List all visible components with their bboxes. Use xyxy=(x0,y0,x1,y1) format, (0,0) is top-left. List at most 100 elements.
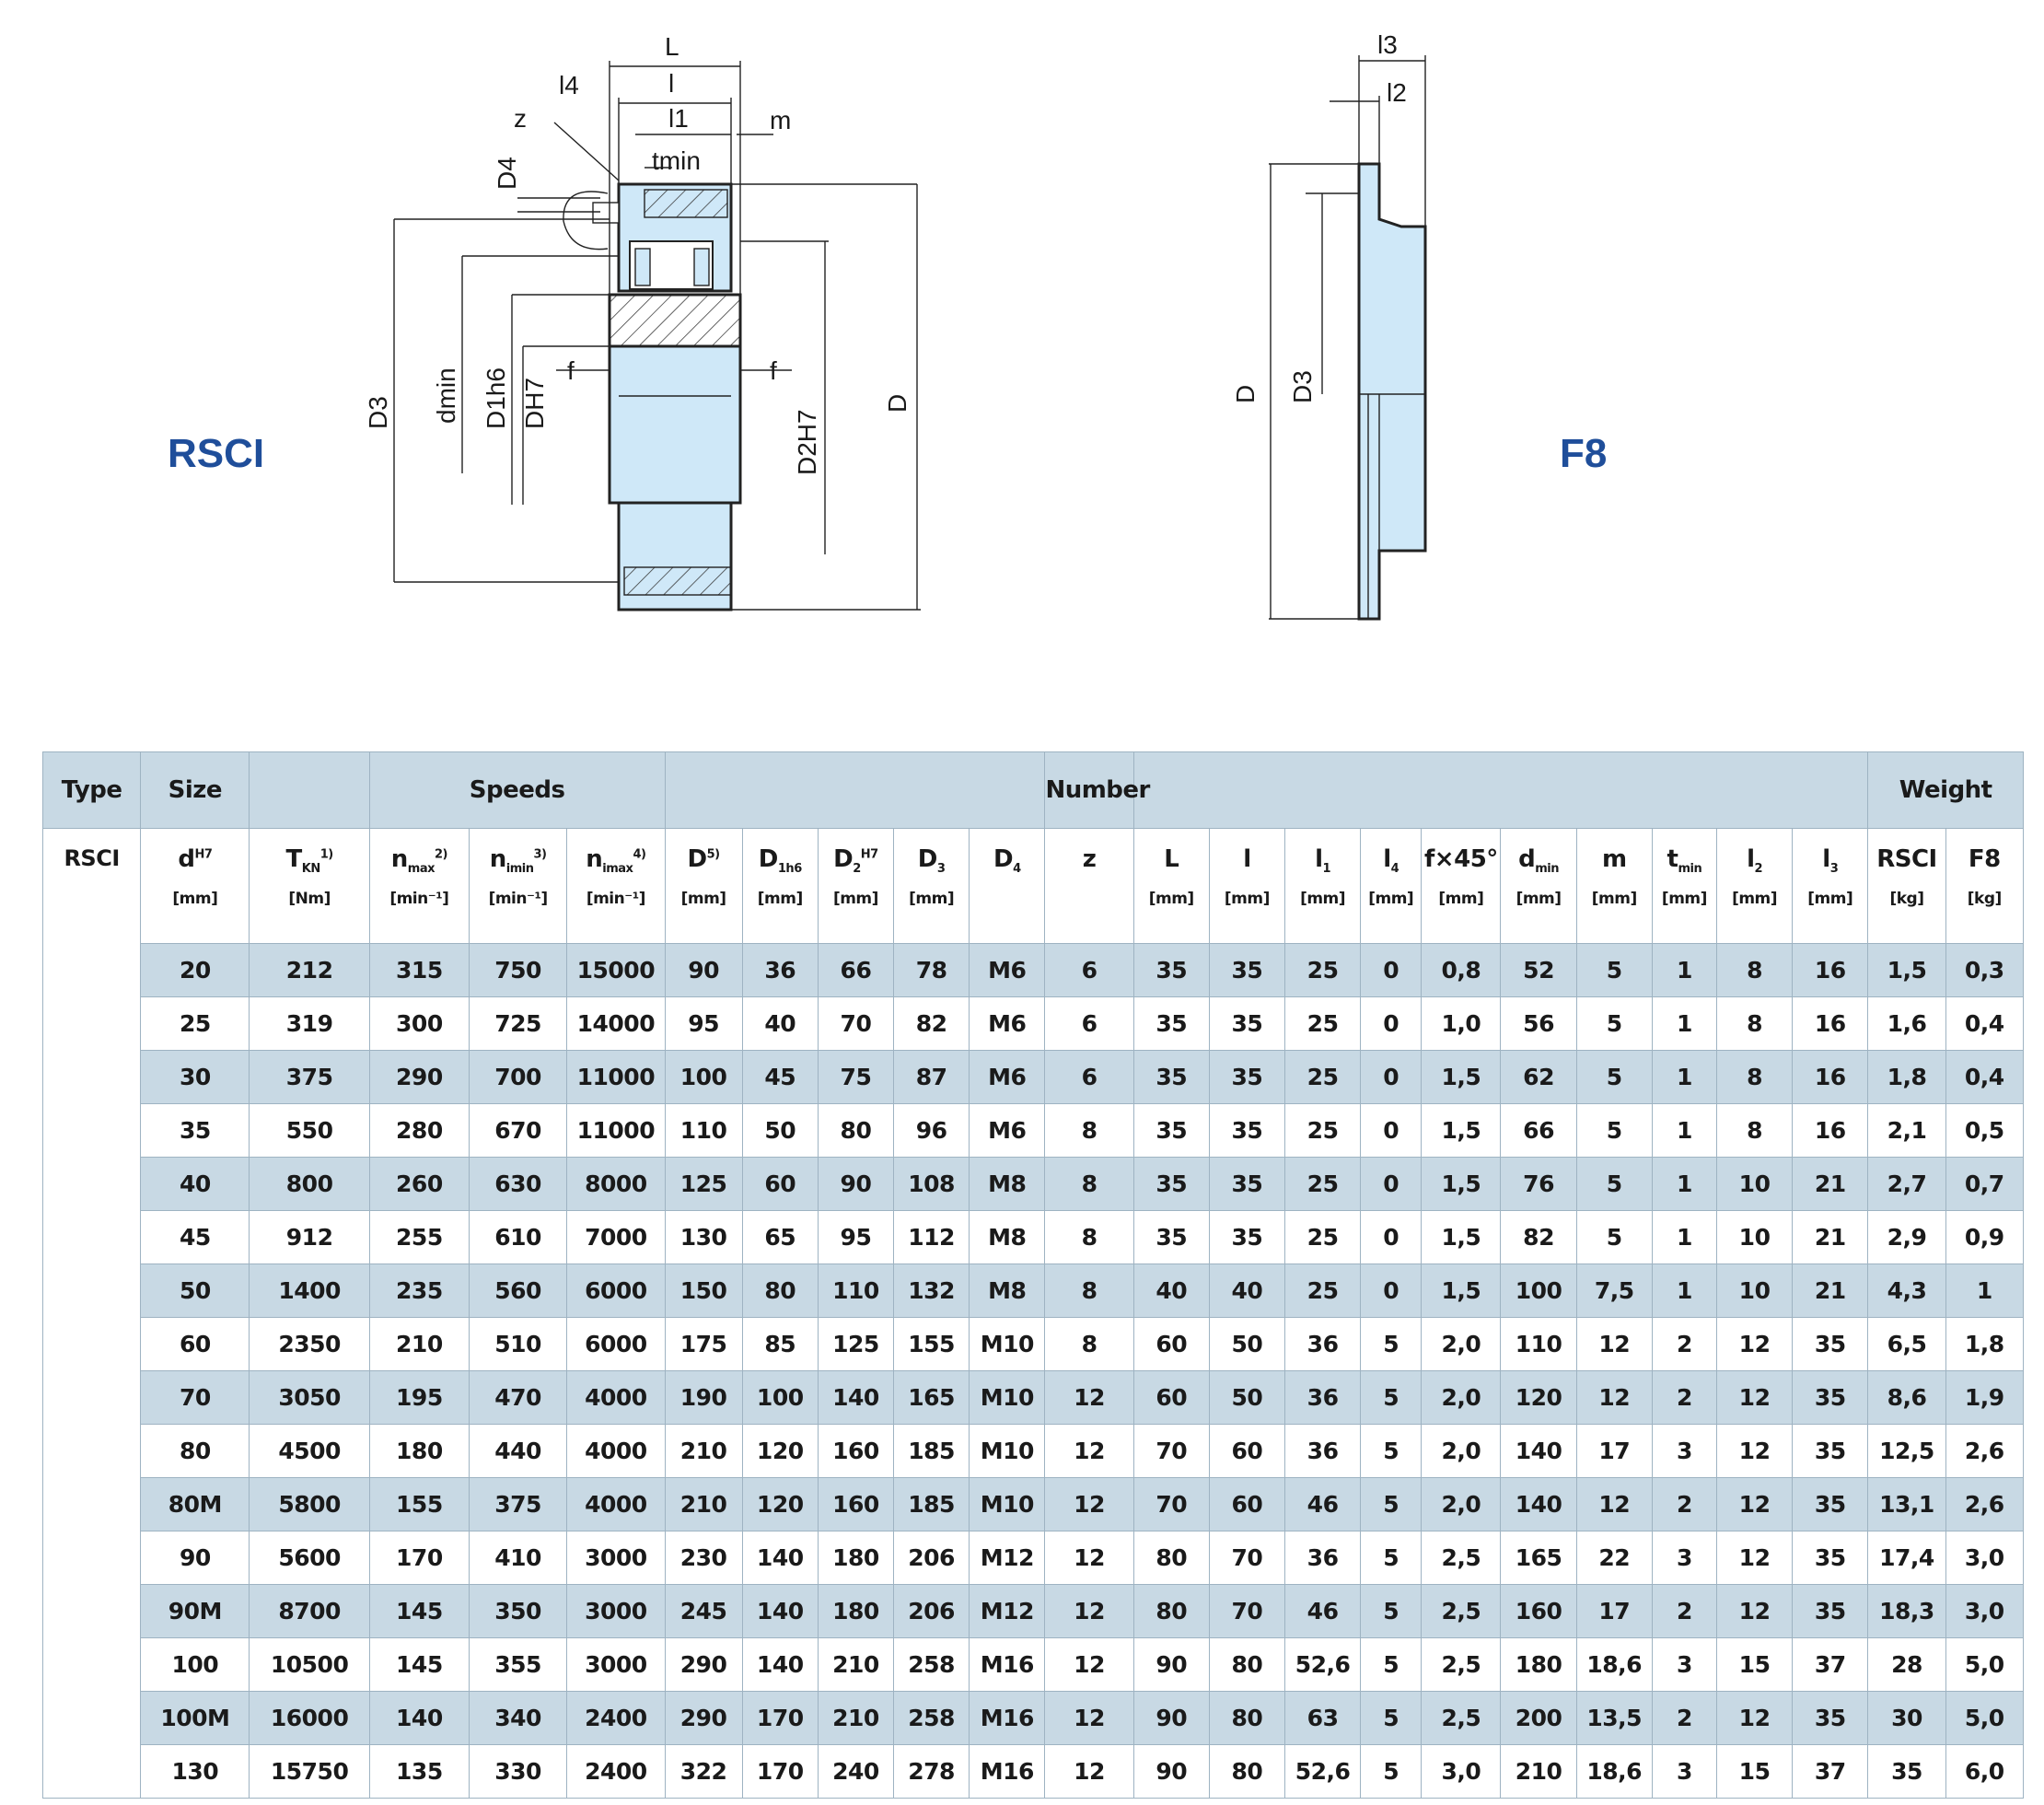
table-cell: 5 xyxy=(1575,1157,1653,1211)
table-cell: 60 xyxy=(1208,1477,1285,1531)
table-cell: 12 xyxy=(1044,1424,1134,1478)
table-cell: 16000 xyxy=(249,1691,370,1745)
column-header: TKN1)[Nm] xyxy=(249,828,370,944)
table-cell: 95 xyxy=(817,1210,895,1264)
table-cell: 560 xyxy=(468,1264,568,1318)
header-type: Type xyxy=(41,751,142,829)
table-cell: 15750 xyxy=(249,1744,370,1799)
table-cell: 60 xyxy=(1132,1317,1210,1371)
column-header: D3[mm] xyxy=(893,828,970,944)
table-cell: 65 xyxy=(741,1210,819,1264)
table-cell: 35 xyxy=(1132,1210,1210,1264)
table-cell: 2,7 xyxy=(1867,1157,1946,1211)
table-cell: 3050 xyxy=(249,1370,370,1425)
table-cell: 4000 xyxy=(566,1370,666,1425)
table-cell: 5 xyxy=(1360,1744,1423,1799)
table-cell: 155 xyxy=(368,1477,470,1531)
table-cell: 1,5 xyxy=(1421,1264,1502,1318)
group-header-row: Type Size Speeds Number Weight xyxy=(41,751,2024,829)
table-cell: 200 xyxy=(1500,1691,1577,1745)
table-cell: 0,4 xyxy=(1945,996,2025,1051)
table-cell: 278 xyxy=(893,1744,970,1799)
table-cell: 670 xyxy=(468,1103,568,1158)
table-cell: 170 xyxy=(741,1691,819,1745)
table-cell: 35 xyxy=(1208,996,1285,1051)
table-cell: 2,5 xyxy=(1421,1531,1502,1585)
table-cell: 15000 xyxy=(566,943,666,997)
table-cell: 25 xyxy=(1283,1264,1362,1318)
table-cell: 15 xyxy=(1715,1744,1794,1799)
table-cell: 12 xyxy=(1044,1531,1134,1585)
table-cell: 90M xyxy=(140,1584,250,1638)
table-cell: 2 xyxy=(1651,1477,1717,1531)
table-cell: 2,0 xyxy=(1421,1424,1502,1478)
column-header: l1[mm] xyxy=(1283,828,1362,944)
table-cell: 340 xyxy=(468,1691,568,1745)
table-cell: 21 xyxy=(1792,1264,1869,1318)
table-cell: 12,5 xyxy=(1867,1424,1946,1478)
table-cell: 258 xyxy=(893,1637,970,1692)
table-cell: 12 xyxy=(1044,1637,1134,1692)
table-cell: 16 xyxy=(1792,996,1869,1051)
table-cell: 110 xyxy=(664,1103,743,1158)
table-cell: 180 xyxy=(1500,1637,1577,1692)
table-cell: 206 xyxy=(893,1531,970,1585)
table-cell: 8 xyxy=(1715,996,1794,1051)
table-cell: 12 xyxy=(1715,1317,1794,1371)
table-cell: M12 xyxy=(969,1531,1046,1585)
table-cell: 140 xyxy=(741,1637,819,1692)
table-cell: 30 xyxy=(140,1050,250,1104)
table-cell: 8 xyxy=(1715,943,1794,997)
table-cell: 70 xyxy=(817,996,895,1051)
table-cell: 50 xyxy=(741,1103,819,1158)
table-cell: 170 xyxy=(741,1744,819,1799)
column-header: l[mm] xyxy=(1208,828,1285,944)
table-cell: 70 xyxy=(1132,1477,1210,1531)
table-cell: 45 xyxy=(741,1050,819,1104)
table-cell: 85 xyxy=(741,1317,819,1371)
table-cell: 290 xyxy=(664,1637,743,1692)
table-cell: 90 xyxy=(664,943,743,997)
spec-table: Type Size Speeds Number Weight RSCI dH7[… xyxy=(41,751,2025,1799)
table-cell: 66 xyxy=(1500,1103,1577,1158)
table-cell: M6 xyxy=(969,996,1046,1051)
table-cell: 70 xyxy=(1132,1424,1210,1478)
table-cell: 195 xyxy=(368,1370,470,1425)
dim-D: D xyxy=(883,394,912,413)
table-cell: 5 xyxy=(1575,1050,1653,1104)
table-cell: 2 xyxy=(1651,1370,1717,1425)
column-header: dmin[mm] xyxy=(1500,828,1577,944)
table-cell: 700 xyxy=(468,1050,568,1104)
table-cell: 0 xyxy=(1360,1050,1423,1104)
table-cell: 110 xyxy=(1500,1317,1577,1371)
column-header: dH7[mm] xyxy=(140,828,250,944)
f8-drawing xyxy=(1269,55,1427,621)
table-cell: M16 xyxy=(969,1637,1046,1692)
header-weight: Weight xyxy=(1867,751,2024,829)
table-cell: 18,6 xyxy=(1575,1637,1653,1692)
table-cell: 160 xyxy=(817,1477,895,1531)
table-cell: 8 xyxy=(1044,1103,1134,1158)
column-header: tmin[mm] xyxy=(1651,828,1717,944)
table-cell: 12 xyxy=(1715,1531,1794,1585)
table-cell: 330 xyxy=(468,1744,568,1799)
table-cell: 120 xyxy=(741,1477,819,1531)
table-cell: 12 xyxy=(1715,1584,1794,1638)
table-cell: 96 xyxy=(893,1103,970,1158)
table-cell: 5 xyxy=(1360,1424,1423,1478)
table-cell: 76 xyxy=(1500,1157,1577,1211)
dim-tmin: tmin xyxy=(652,146,701,175)
table-cell: 3,0 xyxy=(1945,1531,2025,1585)
table-cell: M10 xyxy=(969,1317,1046,1371)
table-cell: 135 xyxy=(368,1744,470,1799)
table-cell: 52,6 xyxy=(1283,1637,1362,1692)
table-cell: 140 xyxy=(741,1531,819,1585)
table-cell: 150 xyxy=(664,1264,743,1318)
table-cell: 80 xyxy=(140,1424,250,1478)
